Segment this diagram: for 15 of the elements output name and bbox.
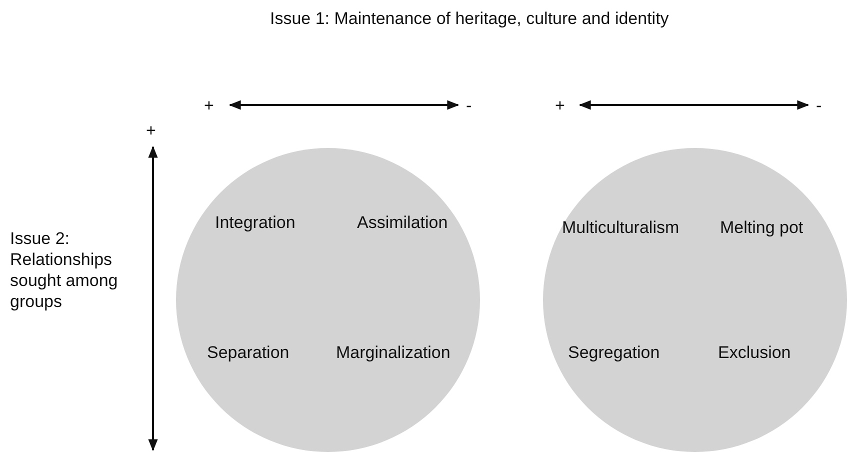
strategy-label: Segregation [568, 343, 660, 363]
strategy-label: Exclusion [718, 343, 791, 363]
strategy-label: Multiculturalism [562, 218, 680, 238]
sign: - [816, 95, 822, 116]
axis-title: Issue 1: Maintenance of heritage, culture and identity [270, 8, 670, 29]
sign: + [555, 95, 565, 116]
axis-title: Issue 2: Relationships sought among groups [10, 228, 119, 312]
sign: + [146, 120, 156, 141]
strategy-label: Integration [215, 213, 296, 233]
sign: + [204, 95, 214, 116]
strategy-label: Melting pot [720, 218, 804, 238]
strategy-label: Separation [207, 343, 290, 363]
sign: - [466, 95, 472, 116]
strategy-label: Assimilation [357, 213, 448, 233]
strategy-label: Marginalization [336, 343, 450, 363]
